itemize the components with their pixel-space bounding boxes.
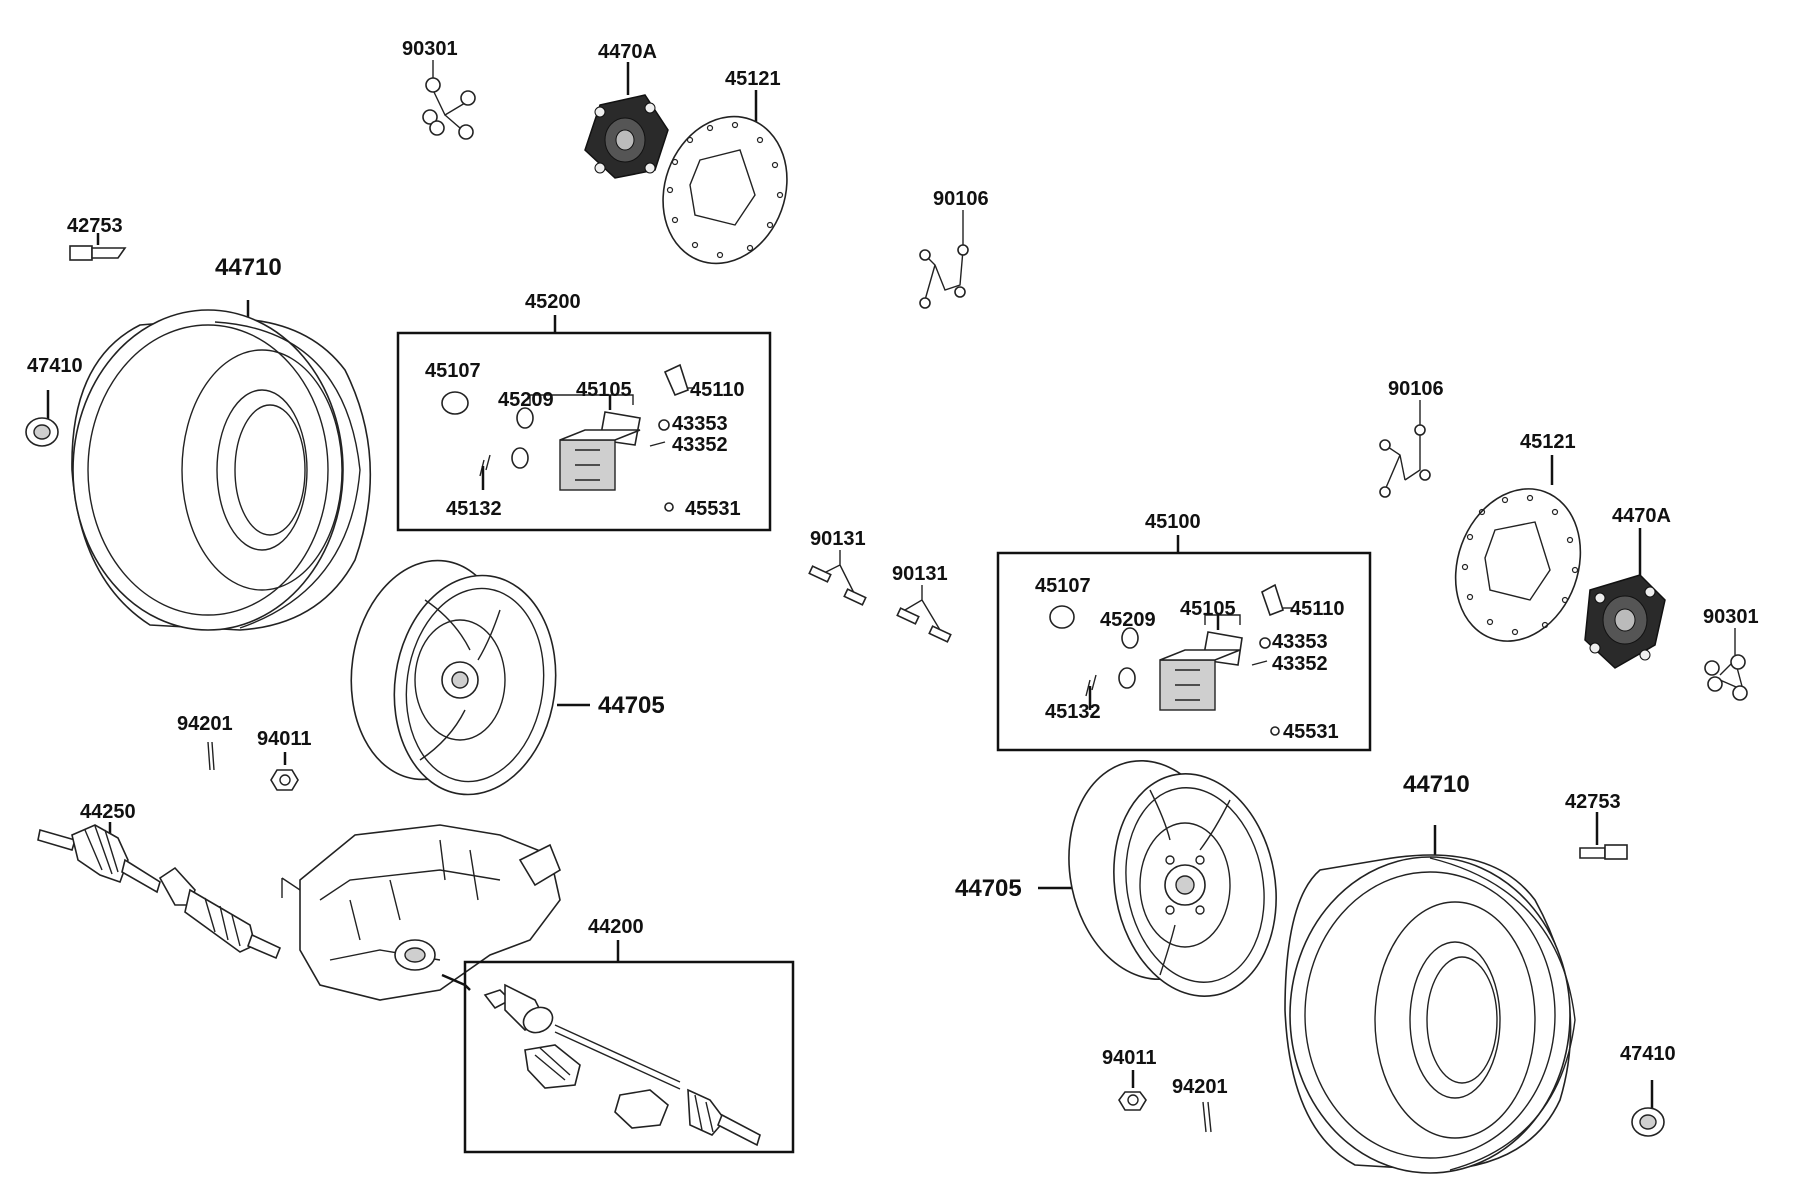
caliper-parts-45200 xyxy=(441,363,695,512)
axle-kit-box-44200 xyxy=(463,960,795,1154)
axle-parts-44200 xyxy=(483,983,761,1147)
bolt-set-90131-a xyxy=(808,550,867,606)
label-42753-right: 42753 xyxy=(1565,791,1621,813)
rim-44705-right xyxy=(1038,759,1277,997)
nut-94011-left xyxy=(270,752,299,791)
valve-42753-right xyxy=(1579,812,1628,860)
nut-set-90301-top xyxy=(422,60,476,140)
label-45100: 45100 xyxy=(1145,511,1201,533)
label-90301-right: 90301 xyxy=(1703,606,1759,628)
pin-94201-left xyxy=(207,741,215,771)
label-47410-left: 47410 xyxy=(27,355,83,377)
label-45121-top: 45121 xyxy=(725,68,781,90)
label-90131-a: 90131 xyxy=(810,528,866,550)
caliper-kit-box-45100 xyxy=(996,551,1372,752)
label-45110-b: 45110 xyxy=(1290,598,1345,620)
label-94201-right: 94201 xyxy=(1172,1076,1228,1098)
label-43353-b: 43353 xyxy=(1272,631,1328,653)
valve-42753-left xyxy=(69,233,127,261)
brake-disc-45121-right xyxy=(1454,455,1582,642)
pin-94201-right xyxy=(1202,1101,1212,1133)
label-45200: 45200 xyxy=(525,291,581,313)
label-44710-left: 44710 xyxy=(215,254,282,281)
label-42753-left: 42753 xyxy=(67,215,123,237)
label-94011-left: 94011 xyxy=(257,728,312,750)
label-43352-b: 43352 xyxy=(1272,653,1328,675)
label-45105-b: 45105 xyxy=(1180,598,1236,620)
label-90301-top: 90301 xyxy=(402,38,458,60)
label-4470A-top: 4470A xyxy=(598,41,657,63)
bolt-set-90106-top xyxy=(919,210,969,309)
label-94011-right: 94011 xyxy=(1102,1047,1157,1069)
label-45121-right: 45121 xyxy=(1520,431,1576,453)
hub-4470A-right xyxy=(1584,528,1666,669)
hub-4470A-top xyxy=(584,62,669,179)
label-45531-b: 45531 xyxy=(1283,721,1339,743)
label-47410-right: 47410 xyxy=(1620,1043,1676,1065)
tire-44710-left xyxy=(71,300,372,631)
label-44705-left: 44705 xyxy=(598,692,665,719)
label-45209-b: 45209 xyxy=(1100,609,1156,631)
label-44705-right: 44705 xyxy=(955,875,1022,902)
nut-94011-right xyxy=(1118,1070,1147,1111)
tire-44710-right xyxy=(1284,825,1576,1174)
label-44250: 44250 xyxy=(80,801,136,823)
brake-disc-45121-top xyxy=(662,90,788,265)
caliper-parts-45100 xyxy=(1049,583,1292,736)
caliper-kit-box-45200 xyxy=(396,331,772,532)
cap-47410-right xyxy=(1631,1080,1665,1137)
drive-shaft-44250 xyxy=(37,822,282,960)
label-4470A-right: 4470A xyxy=(1612,505,1671,527)
label-45110-a: 45110 xyxy=(690,379,745,401)
label-90106-top: 90106 xyxy=(933,188,989,210)
differential-housing xyxy=(281,824,561,1001)
rim-44705-left xyxy=(350,559,590,796)
label-45107-a: 45107 xyxy=(425,360,481,382)
cap-47410-left xyxy=(25,390,59,447)
label-90131-b: 90131 xyxy=(892,563,948,585)
label-45132-b: 45132 xyxy=(1045,701,1101,723)
label-45209-a: 45209 xyxy=(498,389,554,411)
label-43353-a: 43353 xyxy=(672,413,728,435)
label-45107-b: 45107 xyxy=(1035,575,1091,597)
bolt-set-90106-right xyxy=(1379,400,1431,498)
label-45105-a: 45105 xyxy=(576,379,632,401)
label-94201-left: 94201 xyxy=(177,713,233,735)
label-90106-right: 90106 xyxy=(1388,378,1444,400)
nut-set-90301-right xyxy=(1704,628,1748,701)
label-45531-a: 45531 xyxy=(685,498,741,520)
label-43352-a: 43352 xyxy=(672,434,728,456)
label-44710-right: 44710 xyxy=(1403,771,1470,798)
label-45132-a: 45132 xyxy=(446,498,502,520)
bolt-set-90131-b xyxy=(896,585,952,643)
label-44200: 44200 xyxy=(588,916,644,938)
